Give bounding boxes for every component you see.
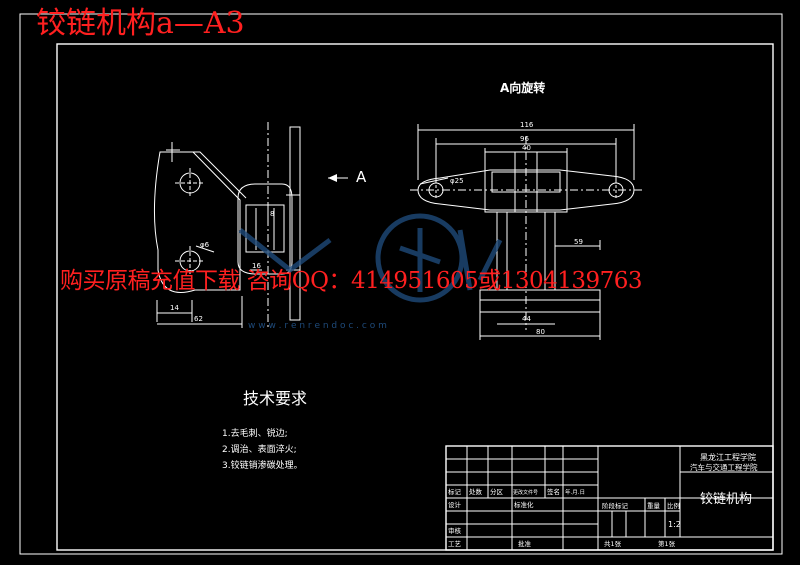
tb-label-review: 审核 [448,526,462,535]
tb-label-weight: 重量 [647,502,661,510]
page-title: 铰链机构a—A3 [36,6,245,41]
outer-frame [19,13,783,555]
tb-label-design: 设计 [448,500,462,509]
tb-scale: 1:2 [668,520,681,529]
tb-sheets-total: 共1张 [604,539,622,548]
inner-frame [56,43,774,551]
requirement-2: 2.调治、表面淬火; [222,443,297,455]
requirements-title: 技术要求 [243,389,307,408]
tb-label-ratio: 比例 [667,501,680,510]
dim-59: 59 [574,238,583,246]
rotated-view [410,124,642,340]
front-view [153,122,301,328]
tb-label-count: 处数 [469,487,483,496]
dim-phi6: φ6 [200,241,210,249]
tb-sheet-no: 第1张 [658,539,676,548]
dim-44: 44 [522,315,531,323]
tb-label-change-doc: 更改文件号 [513,489,538,496]
dim-116: 116 [520,121,534,129]
dim-8: 8 [270,210,274,218]
requirement-1: 1.去毛刺、锐边; [222,427,288,439]
watermark-ad: 购买原稿充值下载 咨询QQ：414951605或1304139763 [60,268,643,294]
tb-label-stage: 阶段标记 [602,501,629,510]
requirement-3: 3.铰链销渗碳处理。 [222,459,303,471]
tb-label-sign: 签名 [547,487,560,496]
dim-62: 62 [194,315,203,323]
tb-label-marker: 标记 [448,487,462,496]
tb-drawing-name: 铰链机构 [700,492,752,507]
tb-label-process: 工艺 [448,540,462,548]
tb-label-approve: 批准 [518,539,532,548]
watermark-url: w w w . r e n r e n d o c . c o m [248,321,387,331]
rotated-view-title: A向旋转 [500,80,545,95]
watermark-logo [238,213,503,303]
tb-label-zone: 分区 [490,487,504,496]
dim-80: 80 [536,328,545,336]
dim-96: 96 [520,135,529,143]
direction-label: A [356,168,367,186]
tb-school: 黑龙江工程学院 [700,452,756,462]
tb-department: 汽车与交通工程学院 [690,462,758,472]
tb-label-standard: 标准化 [514,500,534,509]
dim-40: 40 [522,144,531,152]
direction-arrow: A [328,168,367,186]
dim-phi25: φ25 [450,177,464,185]
tb-label-date: 年.月.日 [565,488,585,496]
title-block [445,445,774,551]
dim-16: 16 [252,262,261,270]
dim-14: 14 [170,304,179,312]
